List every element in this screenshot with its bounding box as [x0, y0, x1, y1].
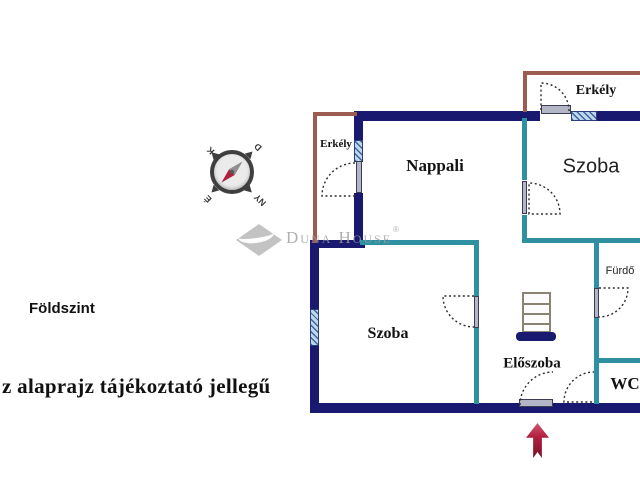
wall-room-bottom-right-upper	[474, 240, 479, 296]
room-label-balcony-left: Erkély	[320, 138, 352, 150]
door-arc-bathroom	[598, 287, 629, 318]
door-arc-room-bottom	[442, 295, 475, 328]
balcony-left-outline-top	[313, 112, 357, 116]
room-label-wc: WC	[610, 374, 640, 393]
compass-rotor: É D K NY	[192, 132, 271, 211]
door-leaf-room-bottom	[474, 296, 479, 328]
compass-rose-icon: É D K NY	[200, 140, 268, 208]
wall-room-top-bottom	[522, 238, 640, 243]
wall-living-bottom	[360, 240, 478, 245]
cabinet-shelf-line	[524, 323, 549, 325]
floor-level-label: Földszint	[29, 300, 95, 317]
wall-living-left-lower	[354, 193, 363, 248]
window-room-bottom-icon	[310, 309, 319, 346]
wall-outer-left-upper	[310, 240, 319, 309]
wall-living-room-divider-upper	[522, 118, 527, 180]
room-label-room-bottom: Szoba	[367, 325, 409, 342]
door-arc-room-top-balcony	[540, 82, 570, 112]
balcony-left-outline-vertical	[313, 112, 317, 243]
door-arc-wc	[563, 371, 595, 403]
balcony-right-outline-vertical	[523, 71, 527, 112]
wall-bottom	[310, 403, 640, 413]
wall-living-room-divider-lower	[522, 215, 527, 243]
wall-top-right-segment	[597, 111, 640, 121]
disclaimer-text: z alaprajz tájékoztató jellegű	[2, 374, 271, 398]
wall-bath-wc-divider	[594, 358, 640, 363]
hallway-cabinet-icon	[522, 292, 551, 333]
room-label-balcony-right: Erkély	[575, 83, 617, 98]
door-leaf-bathroom	[594, 288, 599, 318]
balcony-right-outline-top	[523, 71, 640, 75]
room-label-room-top: Szoba	[562, 155, 620, 178]
room-label-living-room: Nappali	[406, 156, 464, 175]
wall-hallway-bath-upper	[594, 243, 599, 288]
door-leaf-entrance	[519, 399, 553, 407]
window-room-top-icon	[571, 111, 597, 121]
door-arc-room-top	[528, 182, 561, 215]
cabinet-shelf-line	[524, 303, 549, 305]
room-label-hallway: Előszoba	[503, 355, 561, 372]
wall-room-bottom-right-lower	[474, 328, 479, 404]
door-leaf-room-top	[522, 181, 527, 214]
door-leaf-living-balcony	[356, 161, 362, 193]
wall-top-left-segment	[355, 111, 540, 121]
registered-mark: ®	[393, 225, 399, 234]
hallway-cabinet-base	[516, 332, 556, 341]
wall-left-connector	[310, 240, 365, 248]
door-arc-living-balcony	[321, 162, 356, 197]
duna-house-logo-text: Duna House	[286, 228, 393, 247]
wall-outer-left-lower	[310, 346, 319, 413]
duna-house-watermark: Duna House ®	[233, 220, 408, 260]
cabinet-shelf-line	[524, 313, 549, 315]
room-label-bathroom: Fürdő	[605, 265, 635, 277]
wall-living-left-upper	[354, 111, 363, 140]
door-arc-entrance	[519, 371, 554, 406]
